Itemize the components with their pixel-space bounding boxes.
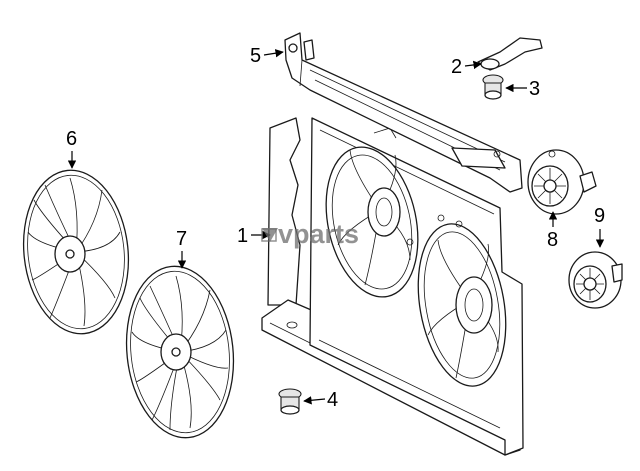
lower-grommet[interactable]	[278, 388, 302, 415]
fan-shroud[interactable]	[261, 117, 524, 456]
svg-text:3: 3	[529, 78, 540, 100]
callout-9: 9	[594, 205, 605, 248]
watermark-text: vparts	[278, 219, 359, 249]
callout-8: 8	[547, 211, 558, 251]
watermark-logo: vparts	[261, 219, 359, 249]
upper-support[interactable]	[284, 32, 523, 193]
fan-blade-left[interactable]	[16, 165, 137, 339]
svg-text:1: 1	[237, 225, 248, 247]
callout-7: 7	[176, 228, 187, 269]
callout-3: 3	[505, 78, 540, 100]
svg-text:8: 8	[547, 229, 558, 251]
svg-text:5: 5	[250, 45, 261, 67]
svg-text:6: 6	[66, 128, 77, 150]
fan-blade-right[interactable]	[118, 261, 241, 443]
fan-motor-upper[interactable]	[527, 149, 597, 215]
svg-text:2: 2	[451, 56, 462, 78]
svg-text:7: 7	[176, 228, 187, 250]
callout-4: 4	[303, 389, 338, 411]
callout-2: 2	[451, 56, 482, 78]
grommet[interactable]	[482, 74, 504, 100]
svg-text:9: 9	[594, 205, 605, 227]
callout-5: 5	[250, 45, 284, 67]
callout-6: 6	[66, 128, 77, 169]
bracket[interactable]	[477, 37, 543, 71]
fan-motor-lower[interactable]	[568, 251, 623, 309]
svg-text:4: 4	[327, 389, 338, 411]
